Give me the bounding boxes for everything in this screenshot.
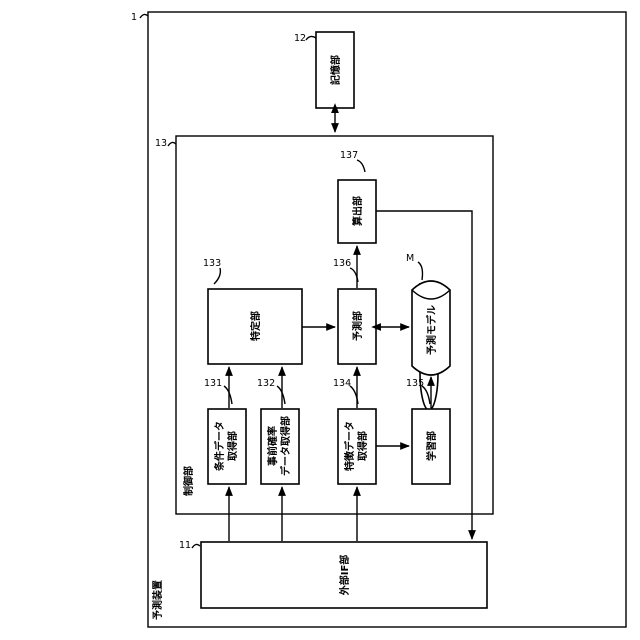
calc-label: 算出部 [351, 196, 364, 227]
external-if-label: 外部IF部 [338, 555, 351, 597]
external-if-ref: 11 [179, 540, 191, 551]
learning-ref: 135 [406, 378, 424, 389]
prior-prob-data-ref-leader [277, 386, 285, 404]
condition-data-label-2: 取得部 [226, 431, 239, 461]
condition-data-label-1: 条件データ [213, 421, 226, 472]
predict-ref: 136 [333, 258, 351, 269]
calc-ref-leader [357, 160, 365, 172]
identify-ref: 133 [203, 258, 221, 269]
control-label: 制御部 [182, 466, 195, 496]
device-ref: 1 [131, 12, 137, 23]
condition-data-ref: 131 [204, 378, 222, 389]
prior-prob-data-label-1: 事前確率 [266, 426, 279, 466]
learning-label: 学習部 [425, 431, 438, 461]
control-ref: 13 [155, 138, 167, 149]
condition-data-box [208, 409, 246, 484]
condition-data-ref-leader [224, 386, 232, 404]
feature-data-label-2: 取得部 [356, 431, 369, 461]
feature-data-label-1: 特徴データ [343, 421, 356, 471]
control-ref-leader [168, 142, 176, 146]
storage-ref: 12 [294, 33, 306, 44]
prior-prob-data-label-2: データ取得部 [279, 416, 292, 476]
feature-data-box [338, 409, 376, 484]
model-ref-leader [418, 262, 423, 280]
storage-ref-leader [306, 36, 316, 40]
calc-ref: 137 [340, 150, 358, 161]
identify-ref-leader [214, 268, 220, 284]
identify-label: 特定部 [249, 311, 262, 341]
prior-prob-data-box [261, 409, 299, 484]
feature-data-ref: 134 [333, 378, 351, 389]
predict-label: 予測部 [351, 311, 364, 341]
storage-label: 記憶部 [329, 55, 342, 85]
prior-prob-data-ref: 132 [257, 378, 275, 389]
device-ref-leader [140, 14, 148, 18]
external-if-ref-leader [192, 544, 200, 548]
model-label: 予測モデル [425, 305, 438, 355]
model-ref: M [406, 253, 414, 264]
device-label: 予測装置 [151, 580, 164, 620]
